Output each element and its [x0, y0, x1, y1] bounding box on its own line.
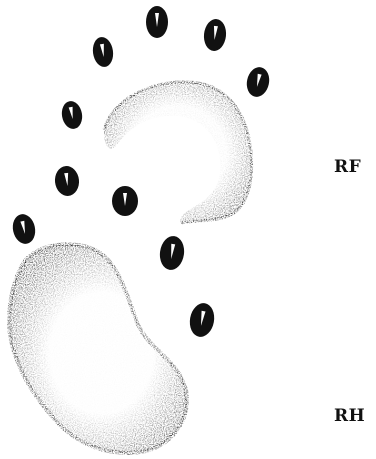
hind-pad	[9, 244, 187, 453]
hind-toe-5	[187, 301, 217, 339]
hind-toe-3	[112, 186, 138, 216]
right-front-print	[60, 6, 272, 223]
front-toe-3	[146, 6, 168, 38]
hind-toe-1	[10, 212, 38, 246]
hind-toe-2	[53, 165, 80, 197]
front-toe-1	[60, 99, 85, 130]
right-hind-print	[9, 165, 217, 453]
right-front-label: RF	[334, 157, 361, 177]
front-toe-4	[202, 18, 227, 52]
front-toe-2	[91, 36, 115, 68]
right-hind-label: RH	[334, 406, 365, 426]
hind-toe-4	[158, 234, 186, 271]
front-toe-5	[244, 65, 272, 99]
